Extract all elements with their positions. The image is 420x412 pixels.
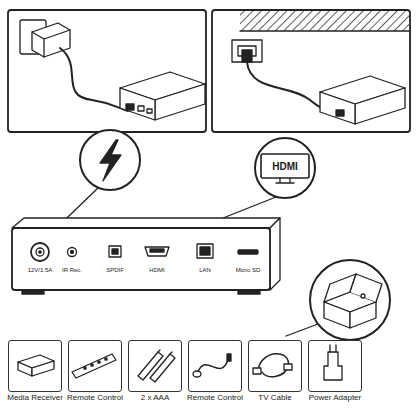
tv-panel-part [336, 110, 344, 116]
item-tv-cable-part [284, 364, 292, 370]
rear-panel-part [22, 290, 44, 294]
rear-panel-part [109, 246, 121, 257]
power-panel-part [138, 106, 144, 111]
item-batteries-part [158, 350, 172, 354]
item-box: 2 x AAA [128, 340, 182, 392]
item-box: Media Receiver [8, 340, 62, 392]
item-ir-cable-part [227, 354, 231, 361]
item-ir-cable [193, 354, 231, 377]
power-panel-part [155, 84, 205, 120]
item-box: Remote Control [188, 340, 242, 392]
item-ir-cable-part [198, 360, 228, 372]
rear-panel-part [145, 247, 169, 256]
tv-panel-part [355, 88, 405, 124]
box-callout-part [350, 302, 376, 328]
item-power-adapter-part [330, 345, 336, 352]
item-batteries [138, 350, 175, 382]
power-callout-part [80, 130, 140, 190]
box-callout-part [310, 260, 390, 340]
power-panel-part [147, 109, 152, 113]
rear-panel-part [68, 248, 77, 257]
hdmi-callout-part [261, 154, 309, 178]
item-caption: Media Receiver [7, 393, 63, 403]
leader-line-part [286, 324, 318, 336]
hdmi-callout [255, 138, 315, 198]
rear-panel-part [200, 247, 210, 255]
rear-panel-part [39, 251, 41, 253]
power-callout-part [100, 140, 121, 181]
box-callout-part [324, 302, 350, 328]
rear-panel-part [31, 243, 49, 261]
item-ir-cable-part [193, 371, 201, 377]
rear-panel-part [12, 228, 270, 290]
power-panel [8, 10, 206, 132]
power-panel-part [60, 48, 128, 111]
rear-panel-part [112, 249, 118, 254]
tv-panel-part [320, 92, 355, 124]
power-panel-part [8, 10, 206, 132]
box-callout-part [350, 274, 382, 302]
tv-panel-part [242, 50, 252, 62]
item-remote-part [91, 364, 93, 366]
hdmi-logo: HDMI [272, 161, 298, 172]
item-receiver [18, 355, 54, 376]
power-panel-part [126, 104, 134, 110]
box-callout [310, 260, 390, 340]
rear-panel-part [150, 249, 164, 252]
item-power-adapter-part [324, 352, 342, 380]
tv-panel-part [240, 30, 409, 31]
item-caption: TV Cable [258, 393, 291, 403]
power-callout [80, 130, 140, 190]
item-box: Remote Control [68, 340, 122, 392]
item-receiver-part [18, 362, 32, 376]
tv-panel-part [240, 11, 409, 31]
port-label: HDMI [149, 267, 164, 274]
item-box: TV Cable [248, 340, 302, 392]
item-caption: Remote Control [187, 393, 243, 403]
rear-panel [12, 218, 280, 294]
port-label: IR Rec. [62, 267, 82, 274]
item-remote-part [72, 354, 116, 378]
port-label: LAN [199, 267, 211, 274]
item-box: Power Adapter [308, 340, 362, 392]
item-caption: Remote Control [67, 393, 123, 403]
tv-panel-part [212, 10, 410, 132]
item-caption: Power Adapter [309, 393, 361, 403]
item-tv-cable [253, 354, 292, 377]
rear-panel-part [36, 248, 44, 256]
hdmi-callout-part [276, 178, 294, 183]
port-label: 12V/1.5A [28, 267, 53, 274]
rear-panel-part [238, 290, 260, 294]
item-remote-part [105, 358, 107, 360]
item-power-adapter [324, 345, 342, 380]
tv-panel [212, 10, 410, 132]
tv-panel-part [232, 40, 262, 62]
rear-panel-part [238, 250, 258, 254]
rear-panel-part [12, 218, 280, 228]
item-remote-part [84, 367, 86, 369]
item-caption: 2 x AAA [141, 393, 169, 403]
hdmi-callout-part [255, 138, 315, 198]
item-batteries-part [150, 354, 175, 382]
box-callout-part [361, 294, 365, 298]
item-tv-cable-part [253, 368, 261, 374]
rear-panel-part [71, 251, 74, 254]
item-remote-part [98, 361, 100, 363]
rear-panel-part [197, 244, 213, 258]
power-panel-part [120, 88, 155, 120]
rear-panel-part [270, 218, 280, 290]
item-remote [72, 354, 116, 378]
item-receiver-part [32, 361, 54, 376]
illustration-part [8, 10, 410, 382]
port-label: SPDIF [106, 267, 124, 274]
port-label: Micro SD [236, 267, 261, 274]
